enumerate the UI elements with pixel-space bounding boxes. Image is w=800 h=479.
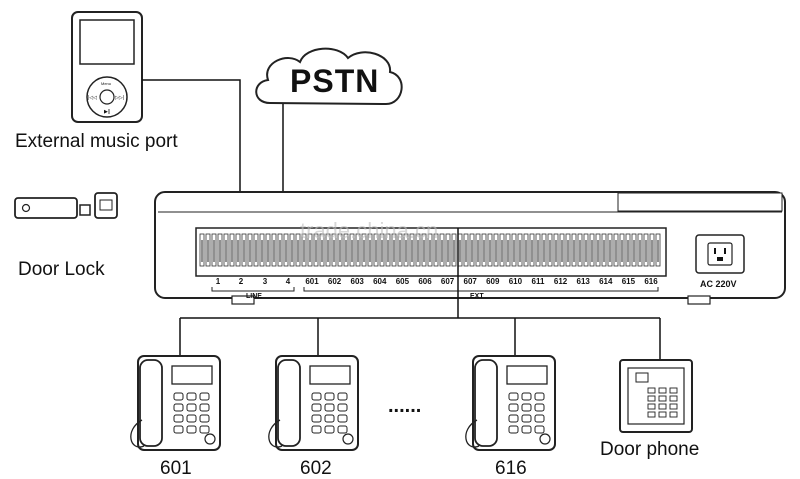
- extension-wiring: [179, 228, 661, 360]
- desk-phone-icon: [130, 355, 221, 451]
- door-lock-label: Door Lock: [18, 259, 105, 280]
- door-phone-label: Door phone: [600, 439, 699, 460]
- ext-port-label: 605: [396, 277, 410, 286]
- ext-port-label: 607: [441, 277, 455, 286]
- desk-phone-icon: [268, 355, 359, 451]
- svg-text:▷▷|: ▷▷|: [115, 95, 124, 101]
- line-port-label: 2: [239, 277, 244, 286]
- door-lock-icon: [14, 192, 118, 219]
- line-port-label: 4: [286, 277, 291, 286]
- pbx-unit: AC 220V: [154, 191, 786, 305]
- ext-group-bracket: [303, 287, 659, 292]
- ext-port-label: 614: [599, 277, 613, 286]
- line-group-label: LINE: [246, 293, 262, 300]
- door-phone-icon: [619, 359, 693, 433]
- ext-port-label: 615: [622, 277, 636, 286]
- svg-text:|◁◁: |◁◁: [88, 95, 97, 101]
- ext-port-label: 609: [486, 277, 500, 286]
- line-port-label: 3: [263, 277, 268, 286]
- phones: 601 602 616: [130, 355, 556, 479]
- ext-port-label: 601: [305, 277, 319, 286]
- ext-port-label: 616: [644, 277, 658, 286]
- port-jacks: [199, 233, 661, 267]
- port-labels: 1 2 3 4 601 602 603 604 605 606 607 607 609 610 611 612…: [216, 277, 658, 286]
- svg-text:▶||: ▶||: [104, 109, 110, 115]
- ext-group-label: EXT: [470, 293, 484, 300]
- ext-port-label: 613: [577, 277, 591, 286]
- ext-port-label: 602: [328, 277, 342, 286]
- ext-port-label: 604: [373, 277, 387, 286]
- ext-port-label: 612: [554, 277, 568, 286]
- power-label: AC 220V: [700, 279, 737, 289]
- phone-extension-label: 616: [495, 458, 527, 479]
- pstn-label: PSTN: [290, 63, 379, 99]
- music-port-label: External music port: [15, 131, 178, 152]
- ext-port-label: 610: [509, 277, 523, 286]
- watermark: trade.china.cn: [300, 218, 438, 243]
- desk-phone-icon: [465, 355, 556, 451]
- line-group-bracket: [211, 287, 295, 292]
- ext-port-label: 606: [418, 277, 432, 286]
- ellipsis: ......: [388, 395, 421, 417]
- player-menu-label: Menu: [101, 81, 111, 86]
- line-port-label: 1: [216, 277, 221, 286]
- ext-port-label: 607: [464, 277, 478, 286]
- ext-port-label: 611: [532, 277, 545, 286]
- pstn-cloud: [255, 47, 403, 106]
- ext-port-label: 603: [351, 277, 365, 286]
- mp3-player-icon: Menu |◁◁ ▷▷| ▶||: [71, 11, 143, 123]
- phone-extension-label: 602: [300, 458, 332, 479]
- phone-extension-label: 601: [160, 458, 192, 479]
- music-port-wire: [142, 79, 241, 238]
